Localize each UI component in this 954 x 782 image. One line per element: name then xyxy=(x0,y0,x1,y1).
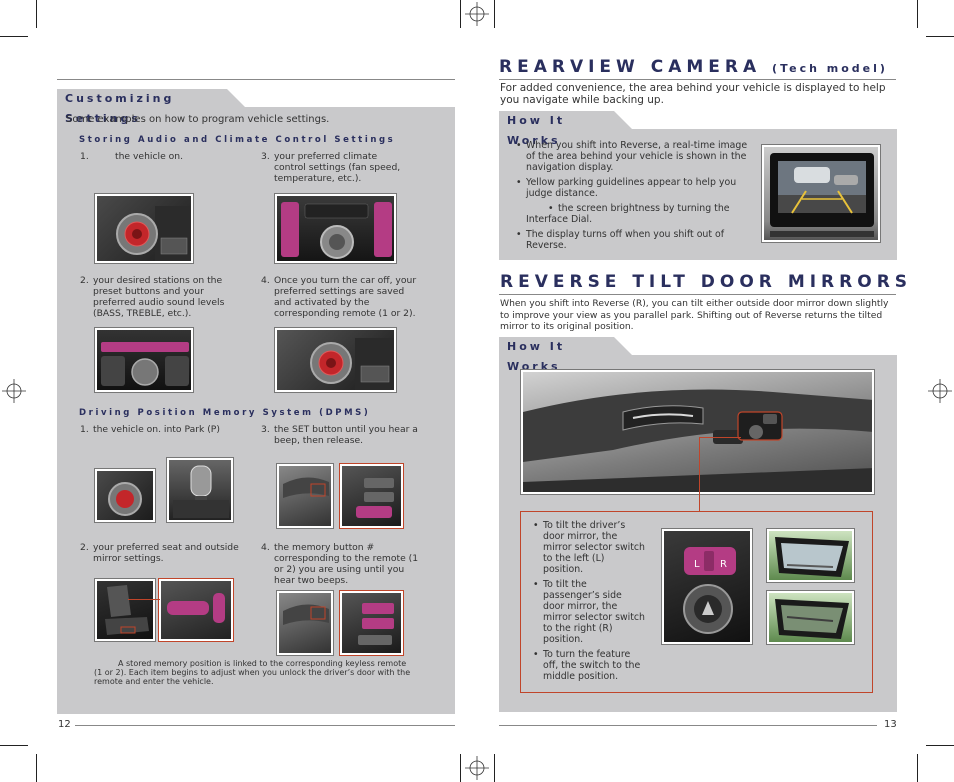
top-rule xyxy=(499,294,896,295)
step-text: your desired stations on the preset butt… xyxy=(93,275,225,319)
mirrors-lead: When you shift into Reverse (R), you can… xyxy=(500,298,889,332)
dpms-heading: Driving Position Memory System (DPMS) xyxy=(79,408,371,418)
step-text: the memory button # corresponding to the… xyxy=(274,542,419,586)
audio-step-2: 2. your desired stations on the preset b… xyxy=(80,275,240,319)
registration-mark xyxy=(2,379,26,403)
engine-start-photo-2 xyxy=(274,327,397,393)
crop-mark xyxy=(494,0,495,28)
page-number-left: 12 xyxy=(58,719,71,730)
crop-mark xyxy=(917,754,918,782)
how-it-works-tab: How It Works xyxy=(499,337,634,373)
gear-shifter-photo xyxy=(166,457,234,523)
audio-panel-photo xyxy=(94,327,194,393)
door-panel-photo xyxy=(276,463,334,529)
switch-label-right: R xyxy=(720,559,727,570)
dpms-step-3: 3. the SET button until you hear a beep,… xyxy=(261,424,421,446)
customizing-intro: Some examples on how to program vehicle … xyxy=(66,114,330,125)
step-number: 3. xyxy=(261,424,270,435)
mirror-bullet: To tilt the driver’s door mirror, the mi… xyxy=(533,520,645,575)
step-text: the SET button until you hear a beep, th… xyxy=(274,424,418,446)
rearview-camera-title: REARVIEW CAMERA (Tech model) xyxy=(499,57,888,77)
crop-mark xyxy=(917,0,918,28)
crop-mark xyxy=(0,36,28,37)
crop-mark xyxy=(460,0,461,28)
customizing-settings-tab: Customizing Settings xyxy=(57,89,247,125)
engine-start-small-photo xyxy=(94,468,156,523)
how-it-works-tab: How It Works xyxy=(499,111,634,147)
audio-step-1: 1. the vehicle on. xyxy=(80,151,240,162)
mirror-normal-photo xyxy=(766,528,855,583)
title-suffix: (Tech model) xyxy=(772,62,888,75)
footer-rule xyxy=(499,725,877,726)
crop-mark xyxy=(36,754,37,782)
step-text: your preferred seat and outside mirror s… xyxy=(93,542,239,564)
set-button-photo xyxy=(339,590,404,656)
mirror-switch-photo: L R xyxy=(661,528,753,645)
mirror-callout-box xyxy=(520,511,873,693)
audio-step-3: 3. your preferred climate control settin… xyxy=(261,151,411,184)
memory-buttons-photo xyxy=(339,463,404,529)
step-text: Once you turn the car off, your preferre… xyxy=(274,275,417,319)
crop-mark xyxy=(460,754,461,782)
dpms-step-1: 1. the vehicle on. into Park (P) xyxy=(80,424,240,435)
top-rule xyxy=(499,79,896,80)
audio-step-4: 4. Once you turn the car off, your prefe… xyxy=(261,275,421,319)
door-interior-photo xyxy=(520,369,875,495)
crop-mark xyxy=(926,36,954,37)
camera-bullets: When you shift into Reverse, a real-time… xyxy=(516,140,748,255)
step-text: the vehicle on. xyxy=(115,151,184,162)
step-number: 1. xyxy=(80,151,89,162)
step-number: 3. xyxy=(261,151,270,162)
registration-mark xyxy=(928,379,952,403)
crop-mark xyxy=(926,745,954,746)
memory-note: A stored memory position is linked to th… xyxy=(94,659,414,686)
registration-mark xyxy=(465,756,489,780)
dpms-step-2: 2. your preferred seat and outside mirro… xyxy=(80,542,240,564)
step-number: 4. xyxy=(261,275,270,286)
door-panel-photo-2 xyxy=(276,590,334,656)
camera-bullet: When you shift into Reverse, a real-time… xyxy=(516,140,748,173)
camera-lead: For added convenience, the area behind y… xyxy=(500,82,886,106)
title-text: REARVIEW CAMERA xyxy=(499,57,762,77)
mirror-tilted-photo xyxy=(766,590,855,645)
climate-panel-photo xyxy=(274,193,397,264)
crop-mark xyxy=(494,754,495,782)
mirror-bullet: To turn the feature off, the switch to t… xyxy=(533,649,645,682)
note-text: A stored memory position is linked to th… xyxy=(94,659,411,686)
step-number: 4. xyxy=(261,542,270,553)
step-number: 2. xyxy=(80,542,89,553)
callout-line xyxy=(128,599,160,600)
callout-line xyxy=(699,437,700,511)
step-number: 2. xyxy=(80,275,89,286)
seat-controls-photo xyxy=(158,578,234,642)
mirror-bullets: To tilt the driver’s door mirror, the mi… xyxy=(533,520,645,686)
page-number-right: 13 xyxy=(884,719,897,730)
reverse-tilt-mirrors-title: REVERSE TILT DOOR MIRRORS xyxy=(500,272,913,292)
top-rule xyxy=(57,79,455,80)
crop-mark xyxy=(36,0,37,28)
audio-climate-heading: Storing Audio and Climate Control Settin… xyxy=(79,135,396,145)
registration-mark xyxy=(465,2,489,26)
camera-bullet: Yellow parking guidelines appear to help… xyxy=(516,177,748,199)
step-text: your preferred climate control settings … xyxy=(274,151,401,184)
step-number: 1. xyxy=(80,424,89,435)
step-text: the vehicle on. into Park (P) xyxy=(93,424,220,435)
switch-label-left: L xyxy=(694,559,700,570)
camera-bullet: the screen brightness by turning the Int… xyxy=(516,203,748,225)
dpms-step-4: 4. the memory button # corresponding to … xyxy=(261,542,421,586)
footer-rule xyxy=(75,725,455,726)
navigation-display-photo xyxy=(761,144,881,243)
callout-line xyxy=(699,437,741,438)
seat-photo xyxy=(94,578,156,642)
engine-start-photo xyxy=(94,193,194,264)
mirror-bullet: To tilt the passenger’s side door mirror… xyxy=(533,579,645,645)
crop-mark xyxy=(0,745,28,746)
camera-bullet: The display turns off when you shift out… xyxy=(516,229,748,251)
